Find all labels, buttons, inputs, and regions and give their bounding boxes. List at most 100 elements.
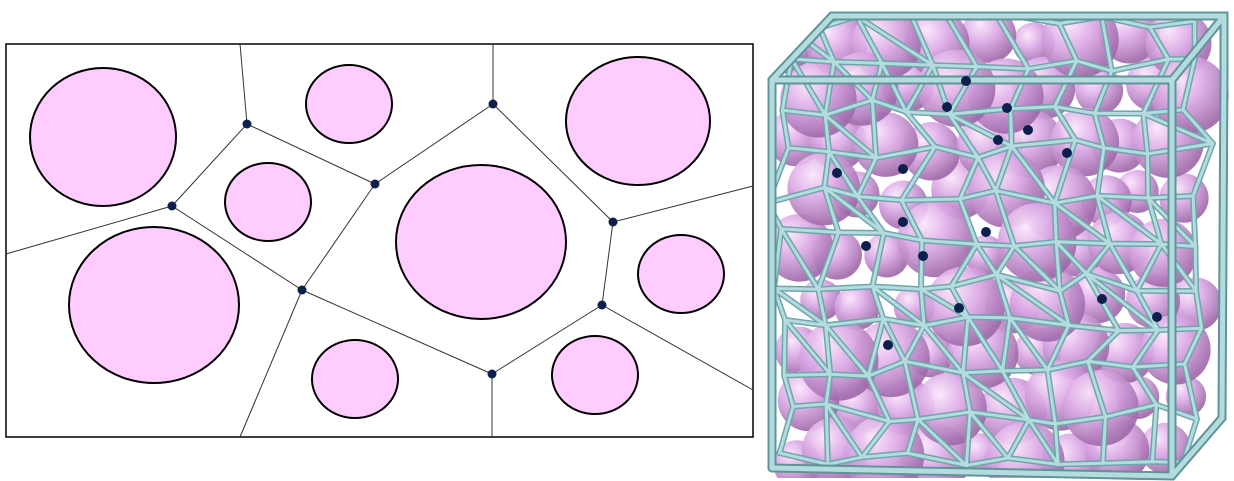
strut (1160, 242, 1197, 248)
strut (1001, 368, 1049, 373)
strut (779, 227, 820, 291)
strut (1154, 403, 1199, 421)
strut (870, 285, 923, 291)
strut (1027, 418, 1057, 426)
strut (904, 63, 935, 114)
strut (855, 14, 884, 65)
strut (1191, 142, 1215, 198)
strut (945, 14, 979, 69)
strut (1027, 59, 1079, 71)
strut (1009, 105, 1057, 111)
strut (780, 108, 790, 150)
strut (920, 238, 979, 246)
strut (1150, 403, 1158, 464)
strut (1095, 146, 1106, 198)
strut (823, 113, 878, 160)
voronoi-vertex (487, 369, 497, 379)
strut (770, 186, 826, 205)
particle (224, 162, 312, 242)
strut (899, 198, 924, 242)
cube-frame (767, 11, 1229, 481)
strut (1141, 112, 1149, 156)
strut (823, 60, 836, 117)
strut (994, 144, 1014, 193)
strut (866, 359, 907, 378)
strut (1086, 359, 1107, 419)
strut (856, 195, 886, 235)
particle (29, 67, 177, 207)
strut (1058, 272, 1088, 293)
strut (778, 405, 795, 455)
strut (1160, 242, 1198, 293)
strut (824, 323, 832, 376)
strut (966, 315, 1012, 320)
strut (824, 402, 830, 466)
strut (1101, 415, 1107, 465)
voronoi-vertex (1097, 294, 1107, 304)
strut (824, 317, 885, 327)
strut (1095, 194, 1163, 246)
strut (906, 451, 968, 467)
strut (994, 273, 1012, 320)
strut (899, 197, 962, 202)
strut (783, 318, 828, 327)
strut (916, 410, 972, 421)
voronoi-vertex (942, 102, 952, 112)
voronoi-vertex (597, 300, 607, 310)
voronoi-vertex (898, 217, 908, 227)
voronoi-vertex (608, 217, 618, 227)
strut (903, 324, 926, 363)
strut (966, 315, 1004, 373)
strut (1194, 289, 1203, 330)
strut (1148, 25, 1170, 61)
voronoi-vertex (167, 201, 177, 211)
strut (823, 98, 874, 117)
strut (919, 284, 953, 291)
strut (976, 144, 1014, 159)
strut (1009, 107, 1014, 148)
strut (822, 186, 860, 198)
cell-struts (770, 14, 1216, 469)
strut (1053, 201, 1058, 244)
strut (824, 372, 832, 406)
strut (1075, 59, 1114, 73)
particle (311, 339, 399, 419)
strut (906, 417, 920, 455)
strut (949, 273, 998, 288)
voronoi-vertex (297, 285, 307, 295)
strut (922, 315, 970, 328)
strut (1010, 138, 1077, 148)
strut (1057, 22, 1079, 63)
sphere (798, 320, 879, 401)
strut (1008, 316, 1071, 327)
strut (1146, 196, 1163, 246)
strut (1146, 152, 1150, 200)
voronoi-vertex (918, 251, 928, 261)
strut (1141, 57, 1170, 115)
strut (880, 61, 908, 114)
strut (961, 369, 1004, 375)
voronoi-vertex (1002, 103, 1012, 113)
particle (68, 226, 240, 384)
strut (775, 17, 794, 61)
strut (780, 108, 827, 117)
strut (1010, 144, 1057, 205)
strut (866, 374, 891, 423)
strut (870, 285, 885, 321)
strut (772, 287, 820, 291)
strut (826, 455, 864, 466)
strut (1058, 289, 1071, 327)
strut (860, 419, 891, 459)
strut-layer (770, 14, 1215, 467)
strut (1054, 240, 1062, 293)
voronoi-vertex (1023, 125, 1033, 135)
strut (947, 112, 980, 159)
voronoi-vertex (832, 168, 842, 178)
strut (903, 359, 920, 421)
strut (903, 359, 965, 375)
strut (816, 287, 828, 327)
strut (772, 287, 828, 327)
strut (787, 146, 831, 154)
strut (949, 284, 970, 319)
strut (824, 402, 864, 459)
